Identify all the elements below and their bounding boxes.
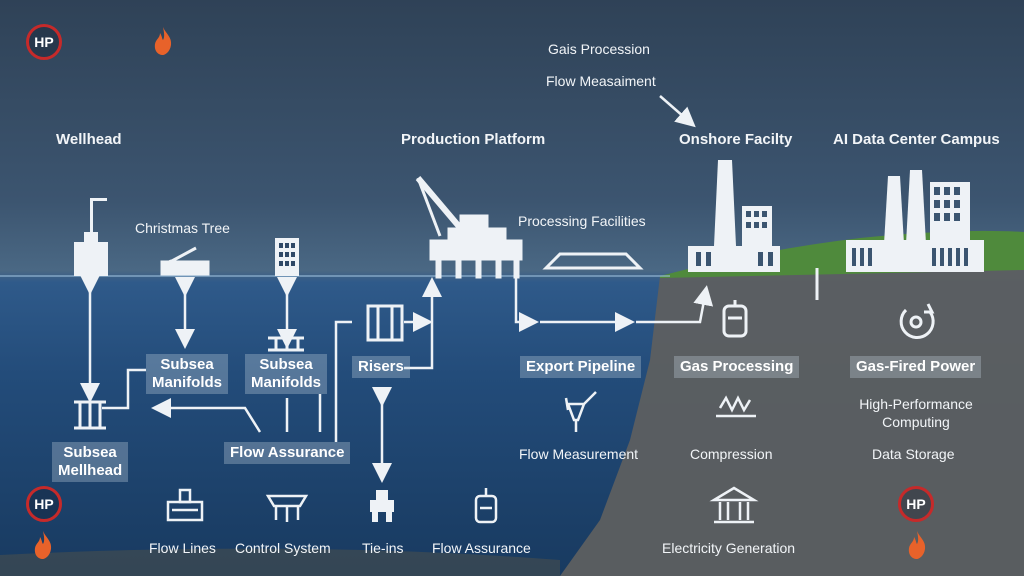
- heading-production-platform: Production Platform: [401, 131, 546, 148]
- label-control-system: Control System: [235, 540, 331, 556]
- flow-arrows: [80, 95, 714, 483]
- box-gas-fired-power: Gas-Fired Power: [850, 356, 982, 378]
- risers-symbol-icon: [366, 304, 404, 342]
- label-christmas-tree: Christmas Tree: [135, 220, 230, 236]
- onshore-facility-icon: [688, 160, 780, 272]
- wellhead-subsea-symbol-icon: [74, 400, 106, 430]
- label-processing-facilities: Processing Facilities: [518, 213, 646, 229]
- hp-badge-label: HP: [906, 496, 926, 512]
- label-high-performance-computing: High-Performance Computing: [859, 396, 973, 430]
- note-flow-measaiment: Flow Measaiment: [546, 73, 656, 89]
- hp-badge-label: HP: [34, 34, 54, 50]
- box-flow-assurance: Flow Assurance: [224, 442, 351, 464]
- flame-icon: [908, 531, 926, 559]
- label-data-storage: Data Storage: [872, 446, 955, 462]
- small-building-icon: [275, 238, 299, 276]
- label-tie-ins: Tie-ins: [362, 540, 404, 556]
- christmas-tree-icon: [160, 246, 210, 276]
- hp-badge-top-left: HP: [26, 24, 62, 60]
- electricity-generation-icon: [709, 486, 759, 524]
- flame-icon: [154, 27, 172, 55]
- box-export-pipeline: Export Pipeline: [520, 356, 642, 378]
- box-gas-processing: Gas Processing: [674, 356, 800, 378]
- ai-campus-icon: [846, 170, 984, 272]
- heading-onshore-facility: Onshore Facilty: [679, 131, 793, 148]
- hp-badge-bottom-left: HP: [26, 486, 62, 522]
- control-system-icon: [265, 494, 309, 522]
- gas-fired-power-icon: [899, 303, 935, 339]
- processing-pipeline-icon: [542, 252, 644, 270]
- compression-icon: [716, 395, 756, 418]
- label-flow-assurance-bottom: Flow Assurance: [432, 540, 531, 556]
- label-compression: Compression: [690, 446, 773, 462]
- box-subsea-manifolds-2: Subsea Manifolds: [245, 354, 327, 394]
- flame-icon: [34, 531, 52, 559]
- flow-assurance-device-icon: [474, 488, 498, 524]
- hp-badge-label: HP: [34, 496, 54, 512]
- label-electricity-generation: Electricity Generation: [662, 540, 796, 556]
- box-subsea-manifolds-1: Subsea Manifolds: [146, 354, 228, 394]
- heading-wellhead: Wellhead: [56, 131, 122, 148]
- hp-badge-bottom-right: HP: [898, 486, 934, 522]
- label-flow-measurement: Flow Measurement: [519, 446, 639, 462]
- box-risers: Risers: [352, 356, 410, 378]
- note-gas-procession: Gais Procession: [548, 41, 650, 57]
- flow-lines-icon: [166, 488, 204, 522]
- production-platform-icon: [415, 176, 523, 279]
- tie-ins-icon: [370, 490, 394, 522]
- manifold-symbol-icon: [268, 336, 304, 352]
- seabed-floor: [0, 548, 560, 576]
- label-flow-lines: Flow Lines: [149, 540, 216, 556]
- wellhead-structure-icon: [74, 198, 108, 276]
- heading-ai-campus: AI Data Center Campus: [833, 131, 1000, 148]
- flow-measurement-icon: [564, 391, 597, 432]
- gas-processing-icon: [722, 300, 748, 338]
- box-subsea-mellhead: Subsea Mellhead: [52, 442, 129, 482]
